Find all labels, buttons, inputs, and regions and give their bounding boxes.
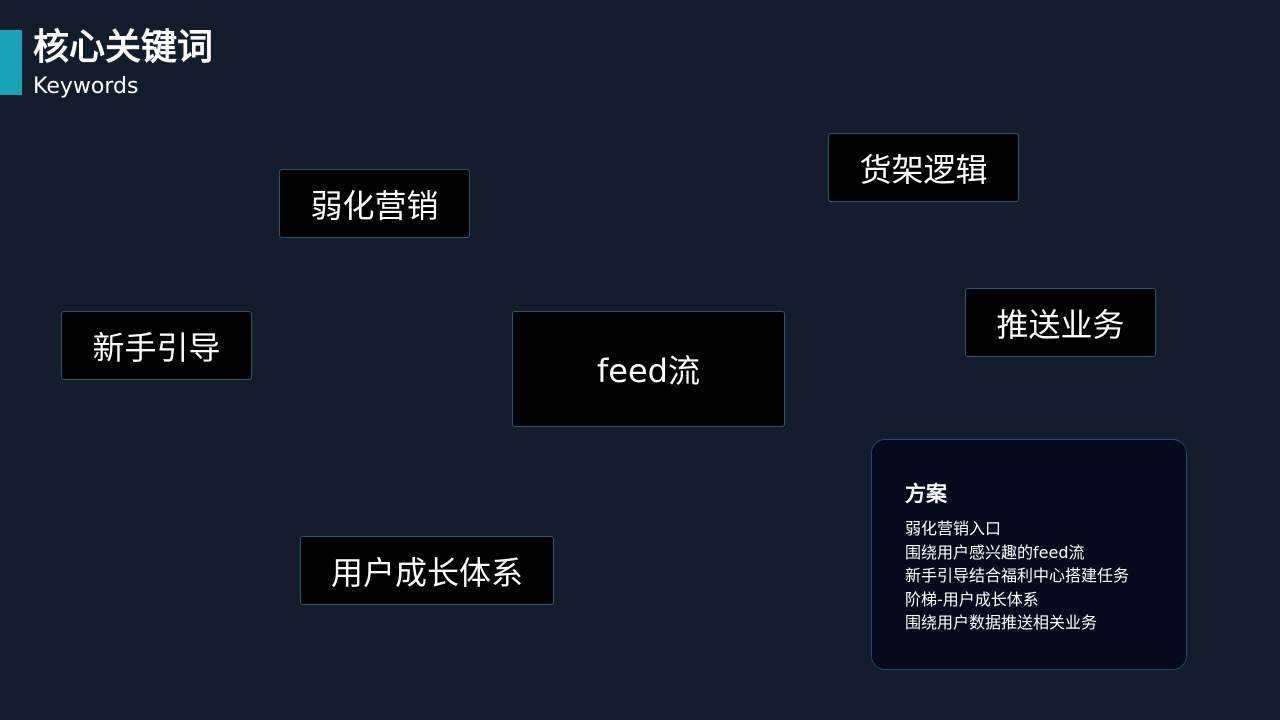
plan-item: 弱化营销入口 bbox=[905, 519, 1002, 538]
keyword-shelf-logic: 货架逻辑 bbox=[828, 133, 1019, 202]
plan-item: 新手引导结合福利中心搭建任务 bbox=[905, 566, 1130, 585]
keyword-user-growth: 用户成长体系 bbox=[300, 536, 554, 605]
plan-item: 阶梯-用户成长体系 bbox=[905, 589, 1039, 609]
plan-item: 围绕用户数据推送相关业务 bbox=[905, 613, 1098, 632]
plan-item: 围绕用户感兴趣的feed流 bbox=[905, 542, 1085, 562]
page-title: 核心关键词 bbox=[33, 27, 214, 68]
keyword-newbie-guide: 新手引导 bbox=[61, 311, 252, 380]
plan-list: 弱化营销入口 围绕用户感兴趣的feed流 新手引导结合福利中心搭建任务 阶梯-用… bbox=[905, 517, 1129, 635]
page-subtitle: Keywords bbox=[33, 74, 139, 99]
plan-title: 方案 bbox=[905, 482, 947, 506]
keyword-weaken-marketing: 弱化营销 bbox=[279, 169, 470, 238]
keyword-feed: feed流 bbox=[512, 311, 785, 427]
keyword-push-business: 推送业务 bbox=[965, 288, 1156, 357]
title-accent-bar bbox=[0, 30, 22, 95]
plan-card: 方案 弱化营销入口 围绕用户感兴趣的feed流 新手引导结合福利中心搭建任务 阶… bbox=[871, 439, 1187, 670]
